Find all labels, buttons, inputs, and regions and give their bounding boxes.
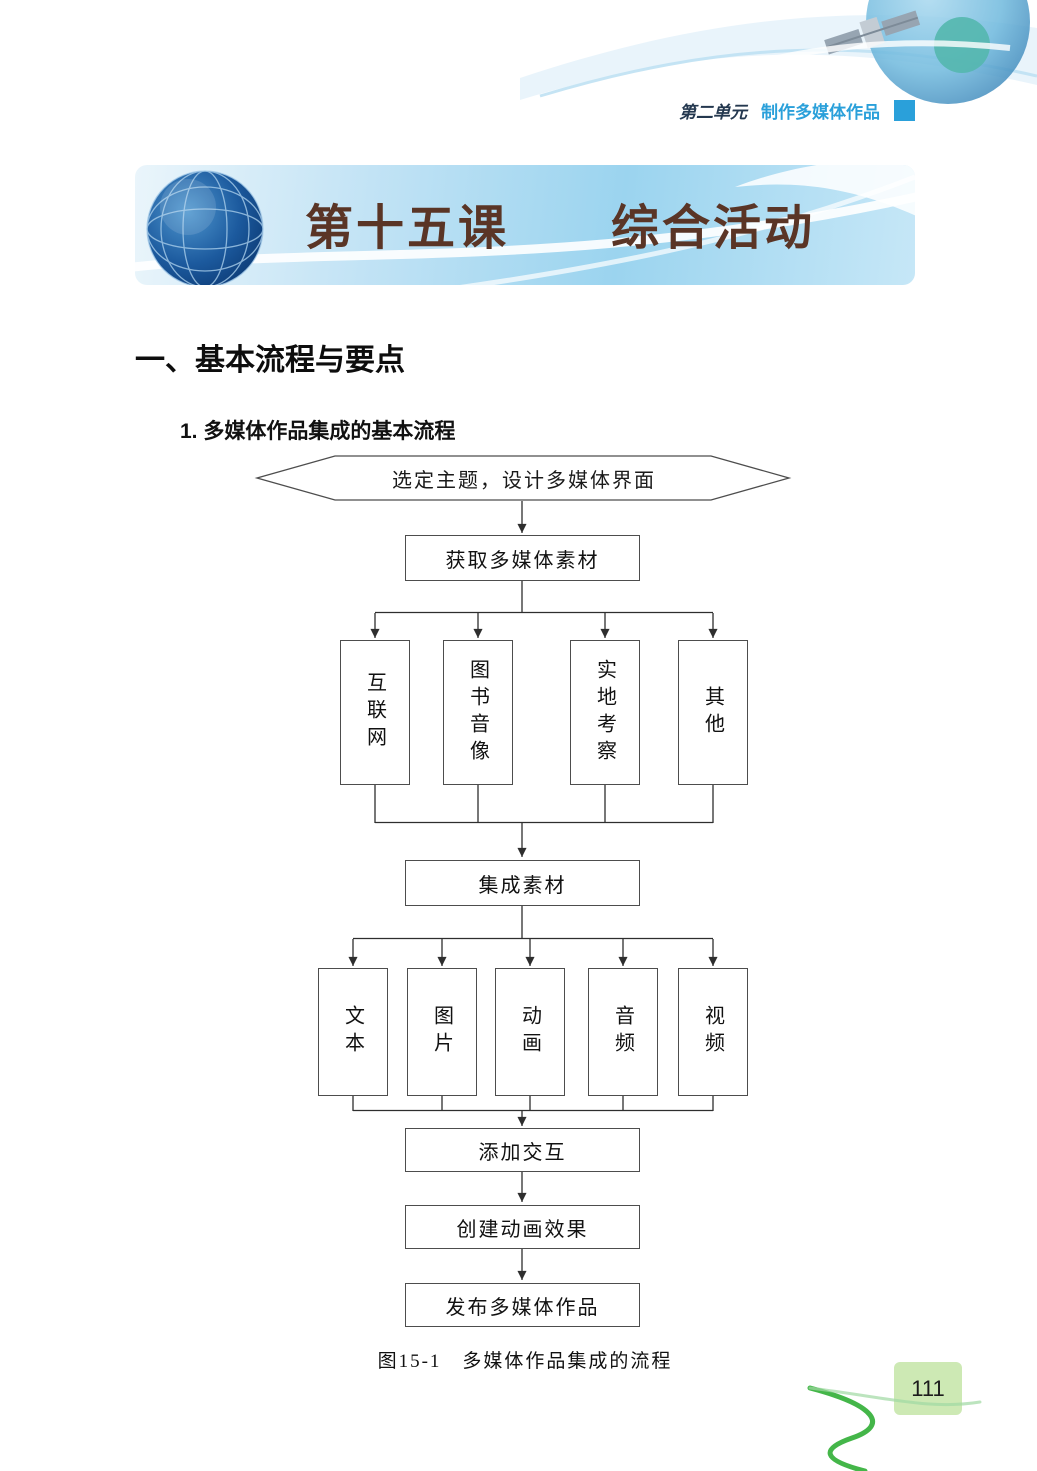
flow-media-label: 音频 (611, 1005, 634, 1059)
flow-source-label: 实地考察 (593, 658, 616, 767)
satellite-icon (824, 10, 921, 55)
lesson-banner: 第十五课 综合活动 (135, 165, 915, 285)
flow-media-label: 文本 (341, 1005, 364, 1059)
globe-icon (146, 170, 264, 285)
sky-band (520, 15, 1037, 101)
flow-step-animate: 创建动画效果 (405, 1205, 640, 1249)
flow-media-box: 文本 (318, 968, 388, 1096)
earth-illustration (866, 0, 1030, 104)
flow-source-box: 实地考察 (570, 640, 640, 785)
flow-media-box: 音频 (588, 968, 658, 1096)
flow-source-label: 互联网 (363, 672, 386, 753)
small-globe-icon (934, 17, 990, 73)
flow-step-integrate: 集成素材 (405, 860, 640, 906)
flow-source-box: 其他 (678, 640, 748, 785)
section-heading: 一、基本流程与要点 (135, 344, 405, 377)
unit-label: 第二单元 (679, 103, 747, 122)
flow-source-box: 互联网 (340, 640, 410, 785)
sky-curve (539, 48, 1037, 98)
lesson-title: 第十五课 综合活动 (305, 201, 816, 255)
flow-step-publish: 发布多媒体作品 (405, 1283, 640, 1327)
flow-media-box: 视频 (678, 968, 748, 1096)
flow-media-label: 动画 (518, 1005, 541, 1059)
flow-start-label: 选定主题，设计多媒体界面 (392, 469, 656, 492)
flow-step-interact: 添加交互 (405, 1128, 640, 1172)
flow-media-label: 图片 (430, 1005, 453, 1059)
unit-title: 制作多媒体作品 (761, 103, 880, 122)
section-subheading: 1. 多媒体作品集成的基本流程 (180, 420, 456, 443)
flow-step-acquire: 获取多媒体素材 (405, 535, 640, 581)
flow-media-label: 视频 (701, 1005, 724, 1059)
flow-media-box: 图片 (407, 968, 477, 1096)
white-streak (698, 40, 1011, 83)
page-number-badge: 111 (894, 1362, 962, 1415)
flow-source-box: 图书音像 (443, 640, 513, 785)
figure-caption: 图15-1 多媒体作品集成的流程 (377, 1351, 673, 1372)
unit-corner-square (894, 100, 915, 121)
unit-header: 第二单元 制作多媒体作品 (0, 98, 915, 123)
page-number: 111 (911, 1375, 945, 1401)
flow-source-label: 其他 (701, 685, 724, 740)
flow-source-label: 图书音像 (466, 658, 489, 767)
flow-media-box: 动画 (495, 968, 565, 1096)
top-decoration (520, 0, 1037, 104)
